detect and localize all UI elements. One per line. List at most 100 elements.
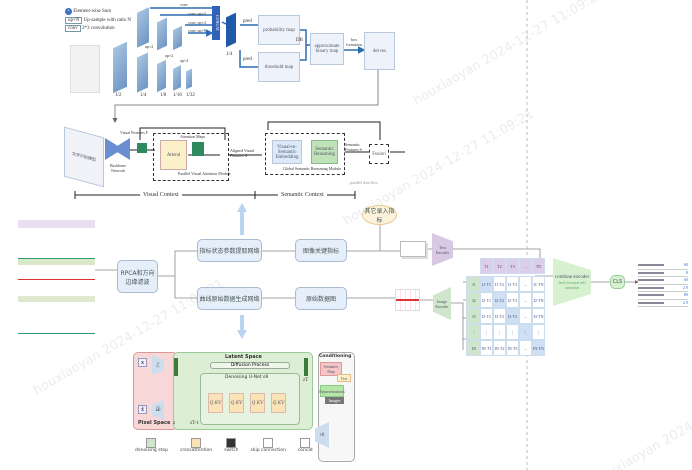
attention-map xyxy=(192,142,204,156)
scale-label: 1/4 xyxy=(226,52,233,57)
result-value: 2.9 xyxy=(683,284,688,290)
result-label xyxy=(638,264,664,266)
legend-item: skip connection xyxy=(251,438,286,453)
input-text-image: 文字识别模型 xyxy=(64,126,104,188)
feature-map xyxy=(173,65,181,91)
result-row: 80 xyxy=(638,292,688,300)
db-legend: + Element-wise Sum up×N Up-sample with r… xyxy=(65,8,132,32)
visual-context-label: Visual Context xyxy=(140,192,182,198)
curve-generation-net-box: 曲线原始数据生成网络 xyxy=(197,287,262,310)
matrix-cell: I3·T3 xyxy=(506,308,519,324)
matrix-cell: IN·T1 xyxy=(480,340,493,356)
matrix-cell: I3·T1 xyxy=(480,308,493,324)
matrix-cell: ... xyxy=(519,276,532,292)
matrix-cell: I3·TN xyxy=(532,308,545,324)
semantic-features-label: Semantic Features S xyxy=(345,142,362,152)
result-label xyxy=(638,294,664,296)
result-row: 60 xyxy=(638,277,688,285)
matrix-cell: ... xyxy=(519,292,532,308)
qkv-block: Q KV xyxy=(271,393,286,413)
pixel-space-label: Pixel Space xyxy=(138,420,171,426)
legend-label: skip connection xyxy=(250,448,286,453)
matrix-cell: IN·TN xyxy=(532,340,545,356)
legend-symbol-icon xyxy=(300,438,311,448)
feature-map xyxy=(186,68,192,90)
raw-plot-box: 原始数据图 xyxy=(295,287,347,310)
matrix-cell: I2·T1 xyxy=(480,292,493,308)
feature-map xyxy=(137,52,148,93)
matrix-cell: ... xyxy=(519,308,532,324)
qkv-block: Q KV xyxy=(208,393,223,413)
gsrm-label: Global Semantic Reasoning Module xyxy=(283,166,342,171)
result-label xyxy=(638,286,664,289)
conv-label: conv, up×4 xyxy=(188,20,206,25)
text-embedding-cell: T2 xyxy=(493,258,506,274)
scale-label: 1/32 xyxy=(186,93,195,98)
threshold-map-box: threshold map xyxy=(258,52,300,82)
text-embedding-cell: T1 xyxy=(480,258,493,274)
pred-label: pred xyxy=(243,57,252,62)
matrix-cell: ⋱ xyxy=(519,324,532,340)
trace-line xyxy=(18,279,95,280)
representations-item: Representations xyxy=(319,385,345,397)
image-encoder: Image Encoder xyxy=(433,287,451,320)
text-item: Text xyxy=(337,374,351,382)
sum-icon: + xyxy=(65,8,72,15)
matrix-cell: ⋮ xyxy=(493,324,506,340)
matrix-cell: I2·TN xyxy=(532,292,545,308)
result-row: 60 xyxy=(638,262,688,270)
conv-label: conv xyxy=(180,2,188,7)
result-row: 2.9 xyxy=(638,284,688,292)
cls-box: CLS xyxy=(610,275,625,289)
result-value: 2.9 xyxy=(683,299,688,305)
box-formation-label: box formation xyxy=(346,37,362,47)
other-input-oval: 其它录入指标 xyxy=(362,205,397,225)
scale-label: 1/16 xyxy=(173,93,182,98)
encoder-E: ℰ xyxy=(152,355,164,375)
matrix-cell: I1·T1 xyxy=(480,276,493,292)
pred-label: pred xyxy=(243,19,252,24)
scale-label: 1/8 xyxy=(160,93,167,98)
matrix-cell: I3·T2 xyxy=(493,308,506,324)
legend-key: up×N xyxy=(65,17,83,24)
pvam-box xyxy=(153,133,229,181)
probability-map-box: probability map xyxy=(258,15,300,45)
qkv-block: Q KV xyxy=(250,393,265,413)
up-label: up×2 xyxy=(165,53,174,58)
up-label: up×2 xyxy=(145,44,154,49)
x-input: x xyxy=(138,358,147,367)
zT1-label: zT-1 xyxy=(190,421,199,426)
ldm-legend: denoising step crossattention switch skip c… xyxy=(135,438,313,453)
legend-symbol-icon xyxy=(226,438,237,448)
text-document-icon xyxy=(400,241,426,257)
legend-item: denoising step xyxy=(135,438,168,453)
tau-encoder: τθ xyxy=(315,422,329,448)
legend-label: crossattention xyxy=(179,448,213,453)
v2s-embedding-box: Visual-to-Semantic Embedding xyxy=(272,140,302,164)
legend-label: switch xyxy=(224,448,239,453)
scale-label: 1/4 xyxy=(140,93,147,98)
feature-map xyxy=(173,25,182,51)
semantic-map-item: Semantic Map xyxy=(320,362,342,376)
conditioning-label: Conditioning xyxy=(319,354,352,359)
result-value: 60 xyxy=(684,262,688,267)
result-value: 8 xyxy=(686,269,688,275)
monitor-screenshot xyxy=(18,220,95,257)
key-index-box: 图像关键指标 xyxy=(295,239,347,262)
param-extraction-net-box: 指标状态参数提取网络 xyxy=(197,239,262,262)
result-row: 8 xyxy=(638,269,688,277)
legend-label: denoising step xyxy=(135,448,168,453)
result-label xyxy=(638,271,664,274)
text-embedding-cell: T3 xyxy=(506,258,519,274)
text-embedding-cell: TN xyxy=(532,258,545,274)
legend-label: Up-sample with ratio N xyxy=(83,18,132,23)
attention-maps-label: Attention Maps xyxy=(180,134,205,139)
feature-map xyxy=(157,17,167,51)
scale-label: 1/2 xyxy=(115,93,122,98)
monitor-screenshot xyxy=(18,296,95,334)
